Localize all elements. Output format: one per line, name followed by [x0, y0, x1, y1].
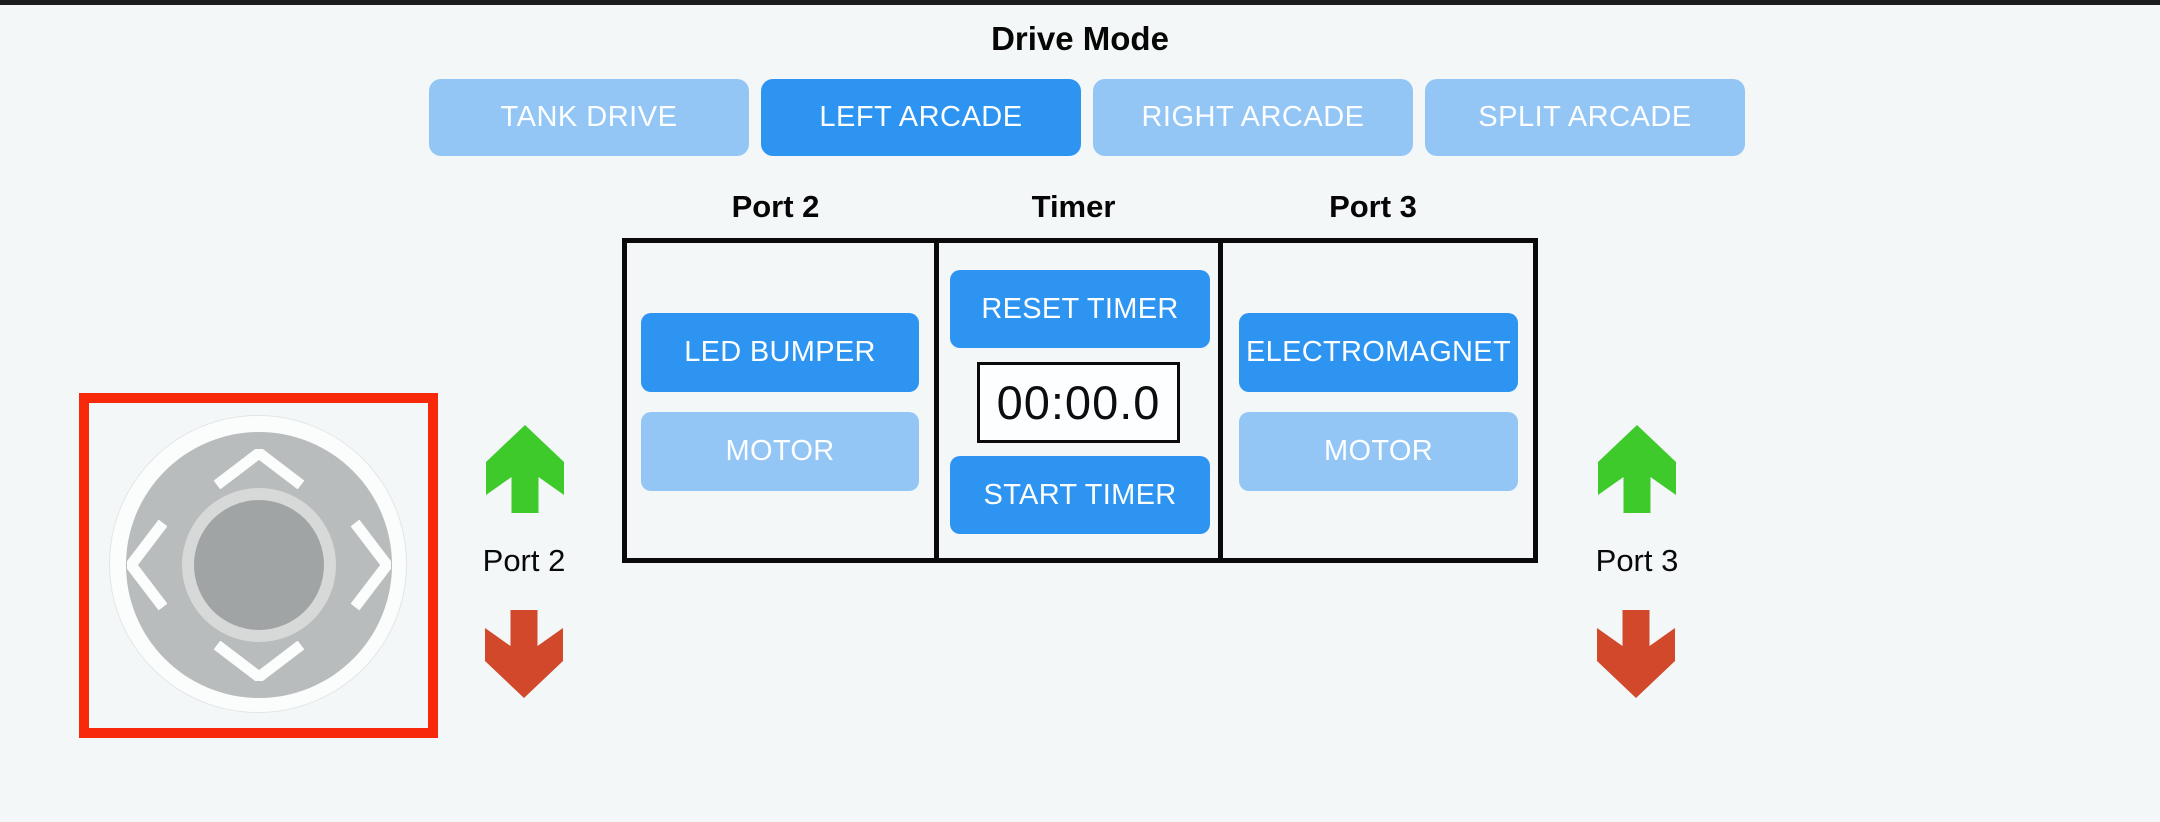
chevron-down-icon [213, 641, 305, 681]
joystick-pad[interactable] [126, 432, 392, 698]
port3-down-arrow-icon [1597, 610, 1675, 698]
electromagnet-button[interactable]: ELECTROMAGNET [1239, 313, 1518, 392]
timer-display: 00:00.0 [977, 362, 1180, 443]
chevron-right-icon [351, 519, 391, 611]
panel-headers: Port 2 Timer Port 3 [622, 189, 1538, 225]
timer-header: Timer [1031, 189, 1116, 224]
joystick-knob[interactable] [194, 500, 324, 630]
led-bumper-button[interactable]: LED BUMPER [641, 313, 919, 392]
page-title: Drive Mode [991, 20, 1169, 57]
timer-cell: RESET TIMER 00:00.0 START TIMER [934, 243, 1223, 558]
port3-motor-button[interactable]: MOTOR [1239, 412, 1518, 491]
top-divider [0, 0, 2160, 5]
port2-down-arrow-icon [485, 610, 563, 698]
tank-drive-button[interactable]: TANK DRIVE [429, 79, 749, 156]
port3-cell: ELECTROMAGNET MOTOR [1223, 243, 1533, 558]
port3-up-arrow-icon [1598, 425, 1676, 513]
port2-cell: LED BUMPER MOTOR [627, 243, 934, 558]
port2-up-arrow-icon [486, 425, 564, 513]
joystick-highlight-frame [79, 393, 438, 738]
start-timer-button[interactable]: START TIMER [950, 456, 1210, 534]
split-arcade-button[interactable]: SPLIT ARCADE [1425, 79, 1745, 156]
drive-mode-button-row: TANK DRIVE LEFT ARCADE RIGHT ARCADE SPLI… [429, 79, 1745, 156]
port2-motor-button[interactable]: MOTOR [641, 412, 919, 491]
right-arcade-button[interactable]: RIGHT ARCADE [1093, 79, 1413, 156]
port2-header: Port 2 [731, 189, 820, 224]
port2-indicator-label: Port 2 [482, 543, 566, 578]
reset-timer-button[interactable]: RESET TIMER [950, 270, 1210, 348]
port3-indicator-label: Port 3 [1595, 543, 1679, 578]
left-arcade-button[interactable]: LEFT ARCADE [761, 79, 1081, 156]
chevron-up-icon [213, 449, 305, 489]
joystick[interactable] [109, 415, 407, 713]
device-panel: LED BUMPER MOTOR RESET TIMER 00:00.0 STA… [622, 238, 1538, 563]
port3-header: Port 3 [1329, 189, 1417, 224]
chevron-left-icon [127, 519, 167, 611]
